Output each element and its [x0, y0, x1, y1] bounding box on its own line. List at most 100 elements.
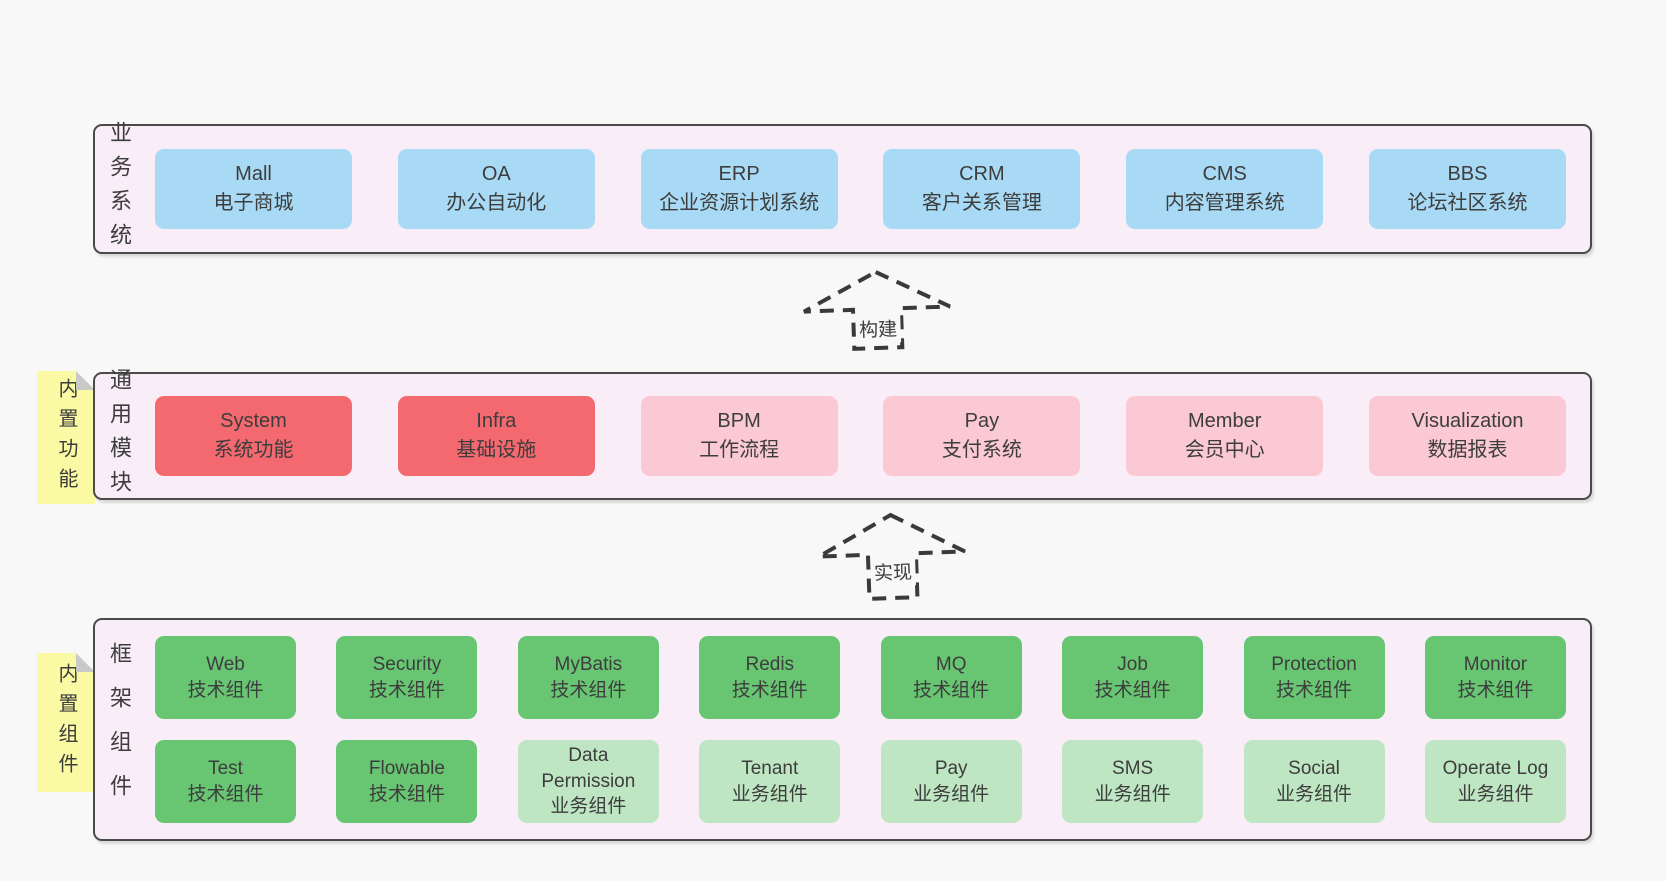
box-mq: MQ 技术组件	[880, 636, 1022, 719]
box-flowable: Flowable 技术组件	[336, 740, 478, 823]
box-subtitle: 办公自动化	[446, 192, 547, 214]
box-subtitle: 电子商城	[213, 192, 294, 214]
box-title: Pay	[964, 410, 1000, 432]
box-subtitle: 论坛社区系统	[1407, 192, 1528, 214]
box-subtitle: 技术组件	[368, 679, 445, 701]
module-items: System 系统功能 Infra 基础设施 BPM 工作流程 Pay 支付系统…	[143, 374, 1590, 498]
box-redis: Redis 技术组件	[699, 636, 841, 719]
box-crm: CRM 客户关系管理	[883, 149, 1081, 229]
box-bbs: BBS 论坛社区系统	[1368, 149, 1566, 229]
box-subtitle: 业务组件	[550, 796, 627, 818]
box-subtitle: 技术组件	[550, 679, 627, 701]
box-subtitle: 技术组件	[913, 679, 990, 701]
box-mybatis: MyBatis 技术组件	[517, 636, 659, 719]
box-visualization: Visualization 数据报表	[1368, 396, 1566, 476]
arrow-label: 实现	[870, 556, 916, 587]
box-data-permission: Data Permission 业务组件	[517, 740, 659, 823]
box-subtitle: 技术组件	[1276, 679, 1353, 701]
box-title: Test	[208, 757, 243, 779]
implement-arrow: 实现	[813, 508, 971, 604]
box-job: Job 技术组件	[1062, 636, 1204, 719]
layer-label-column: 通用模块	[95, 368, 143, 504]
box-pay-component: Pay 业务组件	[880, 740, 1022, 823]
box-bpm: BPM 工作流程	[640, 396, 838, 476]
box-subtitle: 业务组件	[1457, 783, 1534, 805]
box-subtitle: 支付系统	[941, 439, 1022, 461]
box-title: Web	[206, 653, 245, 675]
box-social: Social 业务组件	[1243, 740, 1385, 823]
box-title: Protection	[1271, 653, 1357, 675]
dashed-up-arrow-icon	[803, 269, 951, 351]
business-items: Mall 电子商城 OA 办公自动化 ERP 企业资源计划系统 CRM 客户关系…	[143, 126, 1590, 252]
box-title: CMS	[1202, 163, 1247, 185]
box-subtitle: 技术组件	[187, 783, 264, 805]
box-cms: CMS 内容管理系统	[1126, 149, 1324, 229]
box-security: Security 技术组件	[336, 636, 478, 719]
box-infra: Infra 基础设施	[397, 396, 595, 476]
box-title: MyBatis	[554, 653, 623, 675]
box-oa: OA 办公自动化	[397, 149, 595, 229]
box-pay-system: Pay 支付系统	[883, 396, 1081, 476]
box-title: Social	[1288, 757, 1340, 779]
box-title: Data Permission	[541, 745, 636, 792]
box-subtitle: 业务组件	[1094, 783, 1171, 805]
layer-common-modules: 通用模块 System 系统功能 Infra 基础设施 BPM 工作流程 Pay…	[93, 368, 1592, 504]
box-title: BPM	[717, 410, 761, 432]
box-subtitle: 企业资源计划系统	[659, 192, 820, 214]
box-subtitle: 客户关系管理	[921, 192, 1042, 214]
box-erp: ERP 企业资源计划系统	[640, 149, 838, 229]
component-rows: Web 技术组件 Security 技术组件 MyBatis 技术组件 Redi…	[143, 620, 1590, 839]
box-subtitle: 业务组件	[731, 783, 808, 805]
box-subtitle: 技术组件	[1457, 679, 1534, 701]
box-title: Redis	[745, 653, 795, 675]
box-subtitle: 技术组件	[731, 679, 808, 701]
box-tenant: Tenant 业务组件	[699, 740, 841, 823]
sticky-note-label: 内置功能	[55, 377, 77, 498]
box-subtitle: 技术组件	[368, 783, 445, 805]
build-arrow: 构建	[799, 265, 957, 354]
component-row-1: Web 技术组件 Security 技术组件 MyBatis 技术组件 Redi…	[155, 636, 1566, 719]
box-title: Operate Log	[1442, 757, 1549, 779]
box-title: Infra	[476, 410, 517, 432]
box-subtitle: 内容管理系统	[1164, 192, 1285, 214]
layer-framework-components: 框架组件 Web 技术组件 Security 技术组件 MyBatis 技术组件…	[93, 618, 1592, 841]
box-protection: Protection 技术组件	[1243, 636, 1385, 719]
arrow-label: 构建	[855, 313, 901, 344]
box-subtitle: 数据报表	[1427, 439, 1508, 461]
box-title: ERP	[718, 163, 760, 185]
box-title: Member	[1188, 410, 1262, 432]
box-title: OA	[481, 163, 511, 185]
box-sms: SMS 业务组件	[1062, 740, 1204, 823]
box-title: Visualization	[1411, 410, 1524, 432]
dashed-up-arrow-icon	[817, 512, 966, 601]
box-title: Job	[1117, 653, 1148, 675]
box-monitor: Monitor 技术组件	[1424, 636, 1566, 719]
sticky-note-label: 内置组件	[55, 662, 77, 783]
box-operate-log: Operate Log 业务组件	[1424, 740, 1566, 823]
box-subtitle: 工作流程	[699, 439, 780, 461]
sticky-note-builtin-components: 内置组件	[37, 653, 95, 792]
component-row-2: Test 技术组件 Flowable 技术组件 Data Permission …	[155, 740, 1566, 823]
box-system: System 系统功能	[155, 396, 352, 476]
layer-label: 通用模块	[107, 368, 132, 504]
box-title: System	[220, 410, 287, 432]
layer-label: 业务系统	[107, 121, 132, 257]
box-title: SMS	[1112, 757, 1154, 779]
box-subtitle: 技术组件	[1094, 679, 1171, 701]
box-title: CRM	[959, 163, 1005, 185]
box-title: BBS	[1447, 163, 1488, 185]
box-title: Mall	[235, 163, 272, 185]
layer-label: 框架组件	[107, 641, 132, 818]
box-mall: Mall 电子商城	[155, 149, 352, 229]
layer-label-column: 框架组件	[95, 620, 143, 839]
box-title: Pay	[934, 757, 968, 779]
box-subtitle: 系统功能	[213, 439, 294, 461]
box-title: MQ	[935, 653, 967, 675]
box-subtitle: 技术组件	[187, 679, 264, 701]
box-web: Web 技术组件	[155, 636, 296, 719]
box-test: Test 技术组件	[155, 740, 296, 823]
box-subtitle: 业务组件	[1276, 783, 1353, 805]
box-title: Flowable	[368, 757, 445, 779]
box-title: Security	[372, 653, 442, 675]
